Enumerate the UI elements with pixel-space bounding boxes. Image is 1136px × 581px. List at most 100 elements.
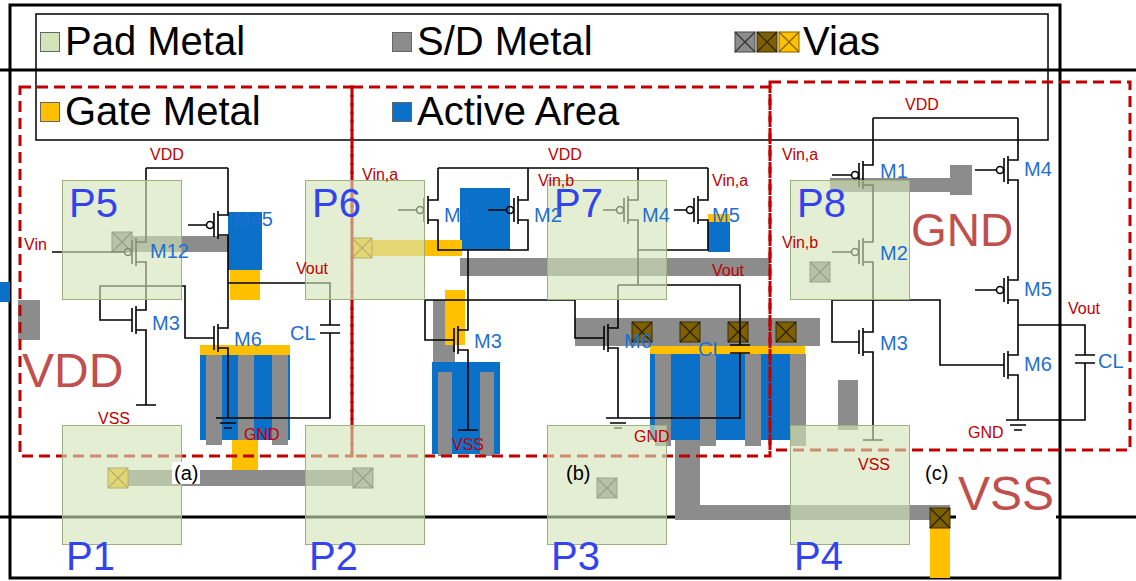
circuit-schematic bbox=[398, 168, 750, 430]
sd-metal-over bbox=[206, 354, 806, 456]
legend-box bbox=[735, 32, 755, 52]
legend-text: S/D Metal bbox=[417, 18, 593, 64]
circuit-schematic bbox=[590, 318, 618, 358]
sd-metal bbox=[838, 380, 858, 430]
signal-label: Vout bbox=[296, 260, 328, 278]
legend-text: Gate Metal bbox=[65, 88, 261, 134]
circuit-schematic bbox=[500, 190, 528, 230]
chip-frame bbox=[0, 5, 1136, 578]
bond-pad: P2 bbox=[305, 425, 425, 545]
sd-metal-over bbox=[700, 354, 716, 446]
signal-label: VSS bbox=[452, 436, 484, 454]
signal-label: Vin,a bbox=[782, 146, 818, 164]
sd-metal bbox=[575, 318, 820, 346]
legend-swatch bbox=[40, 32, 60, 52]
legend-box bbox=[757, 32, 777, 52]
component-label: M5 bbox=[1024, 278, 1052, 300]
sd-metal-over bbox=[438, 372, 452, 456]
panel-label: (c) bbox=[925, 462, 948, 484]
component-label: M6 bbox=[624, 330, 652, 352]
signal-label: Vin,b bbox=[538, 172, 574, 190]
chip-frame bbox=[10, 5, 1060, 578]
legend-text: Pad Metal bbox=[65, 18, 245, 64]
signal-label: GND bbox=[244, 426, 280, 444]
circuit-schematic bbox=[990, 345, 1018, 385]
pad-label: P6 bbox=[312, 183, 361, 223]
net-label: VDD bbox=[22, 345, 123, 398]
signal-label: Vin bbox=[24, 236, 47, 254]
component-label: CL bbox=[698, 338, 724, 360]
sd-metal-over bbox=[206, 355, 222, 445]
bond-pad: P1 bbox=[62, 425, 182, 545]
legend-box bbox=[36, 14, 1048, 140]
signal-label: Vin,a bbox=[362, 166, 398, 184]
component-label: M3 bbox=[152, 312, 180, 334]
circuit-schematic bbox=[52, 118, 1095, 440]
signal-label: Vout bbox=[1068, 300, 1100, 318]
active-area bbox=[0, 282, 10, 302]
sd-metal bbox=[206, 355, 222, 445]
component-label: M5 bbox=[712, 204, 740, 226]
sd-metal bbox=[950, 165, 972, 195]
pad-label: P8 bbox=[797, 183, 846, 223]
panel-label: (a) bbox=[172, 462, 200, 484]
bond-pad: P4 bbox=[790, 425, 910, 545]
region-outline bbox=[20, 82, 1130, 456]
pad-label: P4 bbox=[794, 536, 843, 576]
component-label: M6 bbox=[1024, 353, 1052, 375]
gate-metal bbox=[230, 270, 260, 300]
panel-label: (b) bbox=[566, 462, 590, 484]
region-outline bbox=[770, 82, 1130, 450]
circuit-schematic bbox=[680, 190, 708, 230]
component-label: CL bbox=[290, 322, 316, 344]
pad-label: P1 bbox=[66, 536, 115, 576]
component-label: M3 bbox=[474, 330, 502, 352]
component-label: M1 bbox=[444, 204, 472, 226]
component-label: M1 bbox=[880, 160, 908, 182]
signal-label: VDD bbox=[548, 146, 582, 164]
signal-label: Vout bbox=[712, 262, 744, 280]
signal-label: VDD bbox=[150, 146, 184, 164]
via bbox=[680, 322, 700, 342]
signal-label: Vin,b bbox=[782, 234, 818, 252]
component-label: M2 bbox=[534, 204, 562, 226]
via bbox=[728, 322, 748, 342]
signal-label: Vin,a bbox=[712, 172, 748, 190]
component-label: M4 bbox=[1024, 158, 1052, 180]
component-label: M12 bbox=[150, 240, 189, 262]
legend-text: Active Area bbox=[417, 88, 619, 134]
component-label: M45 bbox=[234, 208, 273, 230]
active-area bbox=[708, 222, 730, 252]
legend-swatch bbox=[40, 102, 60, 122]
circuit-schematic bbox=[440, 320, 468, 360]
legend-box bbox=[36, 14, 1048, 140]
circuit-schematic bbox=[990, 150, 1018, 190]
sd-metal-over bbox=[745, 354, 761, 446]
signal-label: VSS bbox=[98, 410, 130, 428]
gate-metal bbox=[445, 290, 465, 345]
signal-label: VDD bbox=[905, 96, 939, 114]
legend-box bbox=[779, 32, 799, 52]
net-label: VSS bbox=[956, 468, 1056, 521]
bond-pad: P6 bbox=[305, 180, 425, 300]
pad-label: P3 bbox=[551, 536, 600, 576]
via bbox=[930, 508, 950, 528]
signal-label: VSS bbox=[858, 456, 890, 474]
via bbox=[776, 322, 796, 342]
gate-metal bbox=[650, 346, 805, 354]
legend-swatch bbox=[392, 102, 412, 122]
circuit-schematic bbox=[200, 205, 228, 245]
pad-label: P2 bbox=[309, 536, 358, 576]
component-label: CL bbox=[1098, 350, 1124, 372]
component-label: M3 bbox=[880, 332, 908, 354]
bond-pad: P7 bbox=[547, 180, 667, 300]
component-label: M4 bbox=[642, 204, 670, 226]
circuit-schematic bbox=[200, 318, 228, 358]
component-label: M6 bbox=[234, 328, 262, 350]
pad-label: P5 bbox=[69, 183, 118, 223]
net-label: GND bbox=[911, 205, 1013, 256]
legend-text: Vias bbox=[803, 18, 880, 64]
circuit-schematic bbox=[118, 300, 146, 340]
gate-metal bbox=[930, 528, 950, 578]
